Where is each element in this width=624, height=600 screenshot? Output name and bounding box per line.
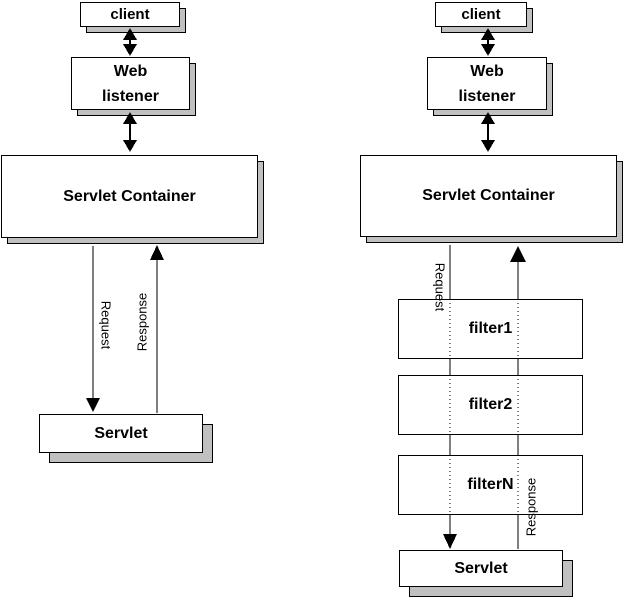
request-label-no-filters: Request: [98, 300, 114, 350]
filter2-box: filter2: [398, 375, 583, 435]
servlet-container-box-no-filters: Servlet Container: [1, 155, 258, 238]
filter2-label: filter2: [468, 396, 513, 413]
filter1-box: filter1: [398, 299, 583, 359]
double-arrow-icon: [481, 28, 495, 56]
request-label-filters: Request: [432, 262, 448, 312]
servlet-container-label: Servlet Container: [63, 187, 196, 205]
web-listener-label: Web listener: [458, 62, 516, 105]
client-label: client: [110, 6, 150, 23]
client-box-no-filters: client: [80, 2, 180, 27]
web-listener-box-no-filters: Web listener: [71, 57, 190, 110]
filterN-box: filterN: [398, 455, 583, 515]
double-arrow-icon: [123, 28, 137, 56]
double-arrow-icon: [481, 112, 495, 152]
servlet-label: Servlet: [454, 559, 508, 577]
servlet-container-box-filters: Servlet Container: [360, 155, 617, 237]
filter1-label: filter1: [468, 320, 513, 337]
client-label: client: [461, 6, 501, 23]
web-listener-label: Web listener: [102, 62, 159, 105]
response-label-no-filters: Response: [134, 292, 150, 352]
response-arrow-icon: [150, 245, 164, 413]
servlet-label: Servlet: [94, 424, 148, 442]
client-box-filters: client: [435, 2, 527, 27]
servlet-container-label: Servlet Container: [422, 187, 555, 204]
double-arrow-icon: [123, 112, 137, 152]
servlet-box-no-filters: Servlet: [39, 414, 203, 453]
filterN-label: filterN: [467, 476, 514, 493]
response-label-filters: Response: [523, 477, 539, 537]
servlet-box-filters: Servlet: [399, 550, 563, 587]
web-listener-box-filters: Web listener: [427, 57, 547, 110]
